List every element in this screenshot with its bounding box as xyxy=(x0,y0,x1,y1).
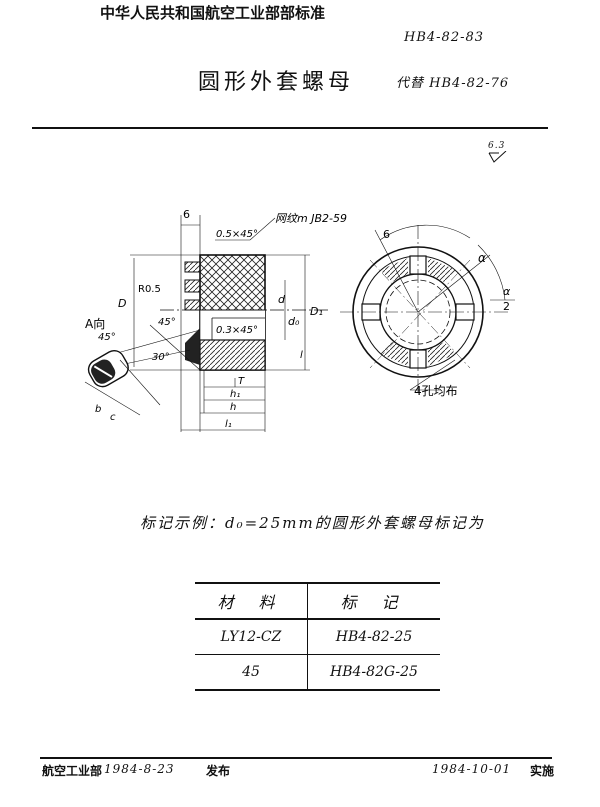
dim-D1-label: D₁ xyxy=(310,305,323,318)
standard-number: HB4-82-83 xyxy=(404,30,485,45)
effective-date: 1984-10-01 xyxy=(432,762,512,776)
marking-table: 材 料 标 记 LY12-CZ HB4-82-25 45 HB4-82G-25 xyxy=(195,582,440,691)
roughness-value: 6.3 xyxy=(488,141,506,151)
dim-l-label: l xyxy=(300,350,303,361)
dim-b-label: b xyxy=(95,404,101,415)
dim-6-label: 6 xyxy=(183,208,190,221)
material-cell: LY12-CZ xyxy=(195,619,308,655)
end-dim-6-label: 6 xyxy=(383,228,390,241)
material-cell: 45 xyxy=(195,654,308,691)
footer-rule xyxy=(40,757,552,759)
header-material: 材 料 xyxy=(195,582,308,620)
knurl-label: 网纹m JB2-59 xyxy=(275,212,347,225)
dim-c-label: c xyxy=(110,412,116,423)
marking-example: 标记示例：d₀=25mm的圆形外套螺母标记为 xyxy=(140,514,485,532)
holes-note-label: 4孔均布 xyxy=(414,384,458,398)
dim-D-label: D xyxy=(118,297,126,310)
marking-cell: HB4-82G-25 xyxy=(307,654,440,691)
view-a-label: A向 xyxy=(85,316,105,331)
replaces-note: 代替 HB4-82-76 xyxy=(396,76,510,91)
marking-cell: HB4-82-25 xyxy=(307,619,440,655)
org-standard-title: 中华人民共和国航空工业部部标准 xyxy=(100,4,326,22)
technical-drawing: 6 0.5×45° 网纹m JB2-59 R0.5 D 45° 45° 30° … xyxy=(84,208,515,432)
dim-h1-label: h₁ xyxy=(230,389,240,400)
roughness-symbol-icon xyxy=(488,151,507,163)
dim-d-label: d xyxy=(278,293,286,306)
end-alpha-label: α xyxy=(478,251,486,265)
dim-d0-label: d₀ xyxy=(288,315,300,328)
chamfer-inner-label: 0.3×45° xyxy=(216,325,258,336)
header-rule xyxy=(32,127,548,129)
end-alpha-half-label: α xyxy=(503,285,511,298)
end-view xyxy=(340,224,515,395)
ang-45-left-label: 45° xyxy=(98,332,116,343)
header-marking: 标 记 xyxy=(307,582,440,620)
section-view xyxy=(109,215,330,432)
ang-30-label: 30° xyxy=(152,352,170,363)
issue-date: 1984-8-23 xyxy=(104,762,175,776)
dim-l1-label: l₁ xyxy=(225,419,232,430)
view-a-detail xyxy=(84,349,161,416)
chamfer-top-label: 0.5×45° xyxy=(216,229,258,240)
table-row: LY12-CZ HB4-82-25 xyxy=(195,619,440,655)
radius-label: R0.5 xyxy=(138,284,161,295)
end-two-label: 2 xyxy=(503,300,510,313)
issued-label: 发布 xyxy=(206,764,231,778)
ang-45-mid-label: 45° xyxy=(158,317,176,328)
document-title: 圆形外套螺母 xyxy=(198,70,355,95)
implemented-label: 实施 xyxy=(530,764,555,778)
table-header-row: 材 料 标 记 xyxy=(195,582,440,620)
issuer: 航空工业部 xyxy=(42,764,103,778)
table-row: 45 HB4-82G-25 xyxy=(195,654,440,691)
dim-T-label: T xyxy=(238,376,245,387)
dim-h-label: h xyxy=(230,402,236,413)
